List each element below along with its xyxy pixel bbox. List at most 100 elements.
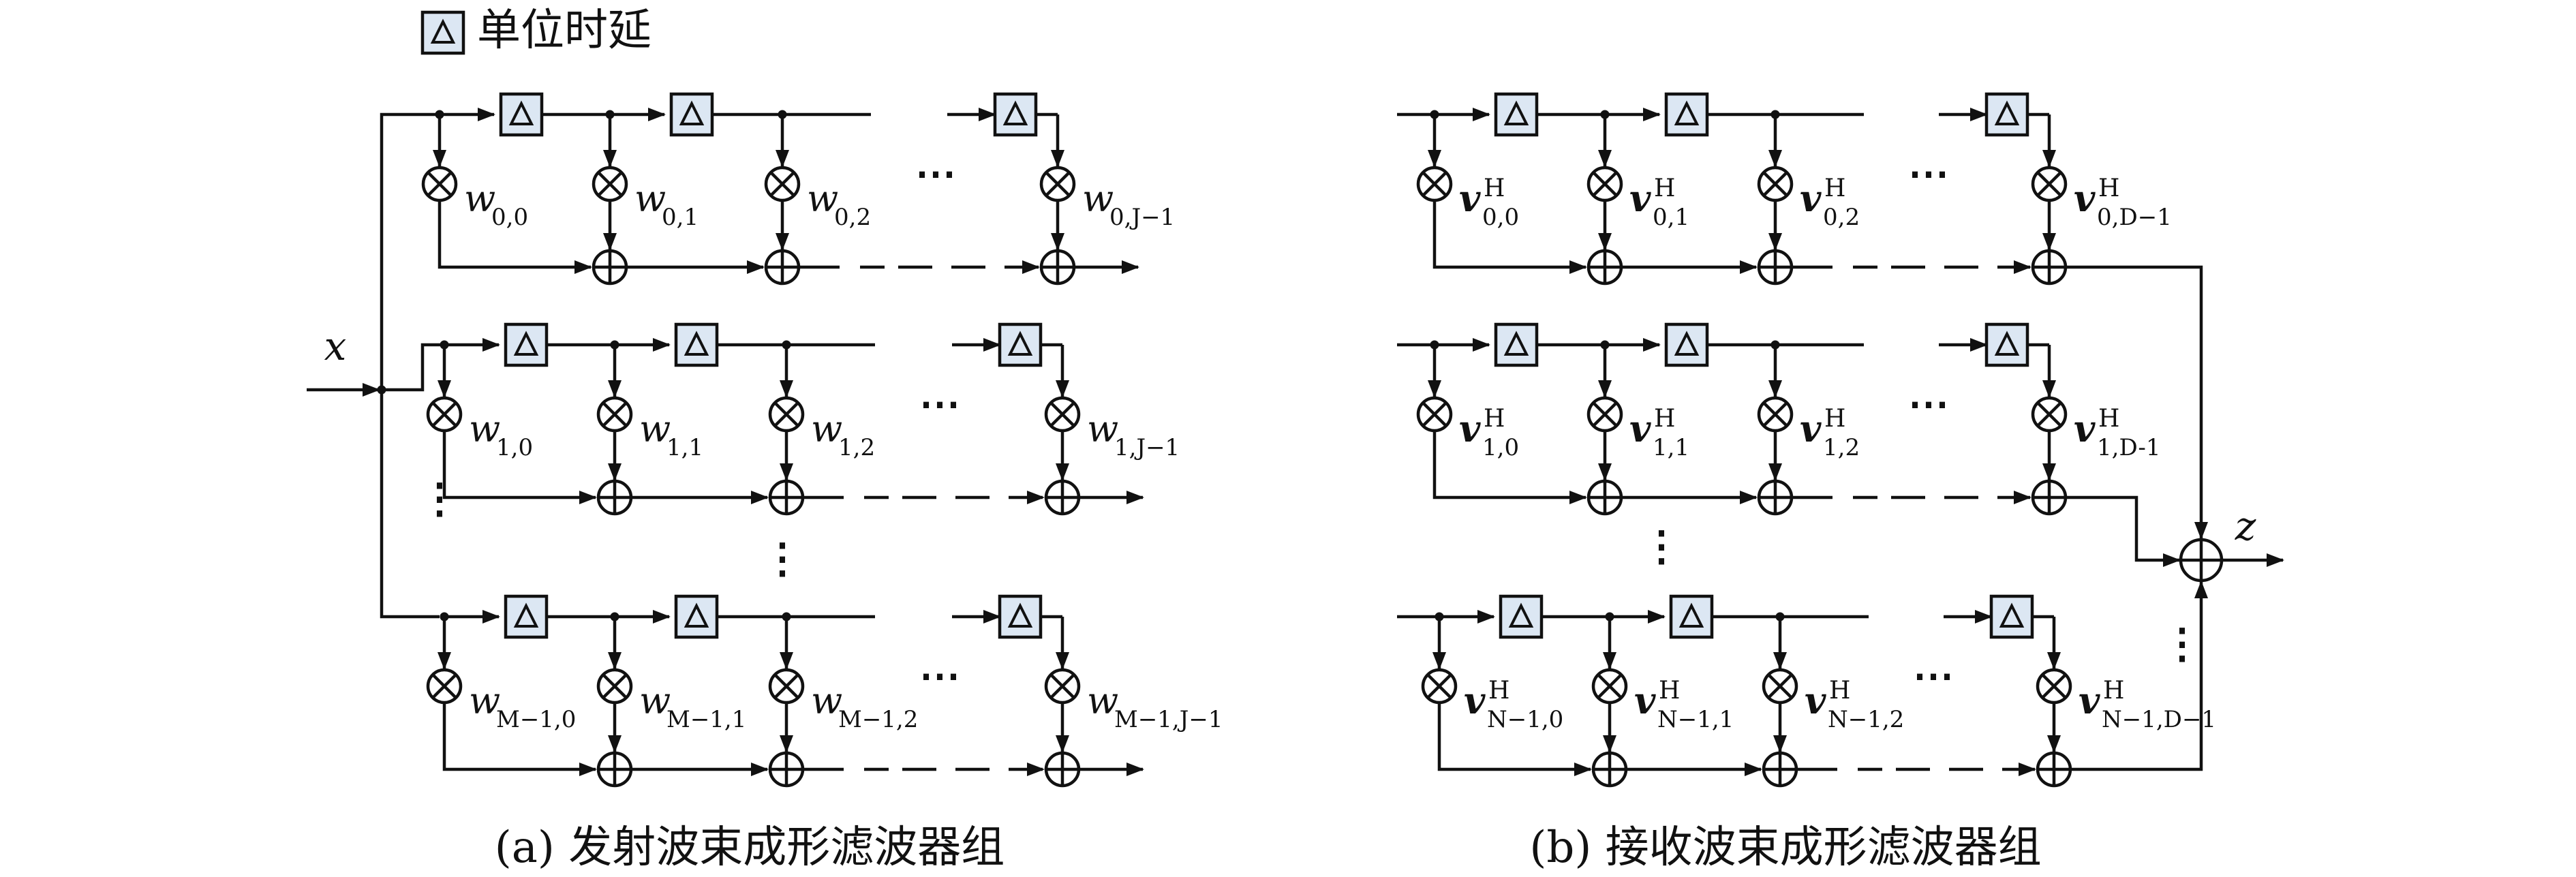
delay-box — [998, 594, 1043, 639]
horizontal-ellipsis: ⋯ — [915, 150, 956, 198]
tap-label: w — [1082, 177, 1114, 220]
tap-label: w — [1087, 407, 1118, 450]
tap-weight-label: wM−1,2 — [811, 679, 918, 733]
wire — [1437, 703, 1592, 776]
wire — [438, 200, 592, 274]
delay-box — [674, 322, 719, 367]
adder-icon — [2179, 538, 2224, 583]
adder-icon — [1757, 249, 1794, 286]
adder-icon — [592, 249, 628, 286]
tap-subscript: N−1,D−1 — [2102, 706, 2216, 733]
multiplier-icon — [426, 396, 463, 433]
multiplier-cross — [1422, 171, 1447, 197]
tap-subscript: 0,2 — [834, 204, 871, 231]
sum-wire — [2067, 495, 2181, 567]
triangle-icon — [1674, 330, 1700, 356]
delay-block — [1984, 92, 2029, 137]
multiplier-icon — [1416, 396, 1453, 433]
delay-block — [998, 594, 1043, 639]
delay-block — [674, 594, 719, 639]
multiplier-cross — [1767, 673, 1793, 699]
tap-weight-label: w1,1 — [639, 407, 703, 461]
triangle-icon — [1994, 100, 2020, 125]
tap-subscript: M−1,J−1 — [1114, 706, 1223, 733]
multiplier-cross — [602, 401, 628, 427]
tap-label: v — [1800, 176, 1822, 220]
triangle-icon — [508, 100, 534, 125]
tap-weight-label: wM−1,1 — [639, 679, 746, 733]
horizontal-ellipsis: ⋯ — [1908, 380, 1949, 428]
tap-superscript: H — [1488, 677, 1509, 705]
multiplier-cross — [597, 171, 623, 197]
multiplier-icon — [2036, 668, 2072, 705]
tap-subscript: 1,J−1 — [1114, 434, 1180, 461]
tap-superscript: H — [1484, 405, 1505, 433]
multiplier-icon — [592, 166, 628, 202]
tap-label: w — [469, 407, 500, 450]
adder-icon — [2036, 751, 2072, 788]
horizontal-ellipsis: ⋯ — [919, 380, 960, 428]
adder-icon — [596, 479, 633, 516]
tap-subscript: M−1,2 — [838, 706, 918, 733]
tap-weight-label: w0,2 — [807, 177, 871, 231]
bus-wire — [380, 390, 440, 619]
adder-icon — [1039, 249, 1076, 286]
delay-block — [674, 322, 719, 367]
bus-wire — [382, 343, 443, 392]
multiplier-icon — [768, 396, 805, 433]
tap-label: v — [1464, 679, 1486, 722]
multiplier-icon — [421, 166, 458, 202]
triangle-icon — [1007, 602, 1033, 628]
tap-label: v — [1459, 176, 1481, 220]
adder-icon — [1757, 479, 1794, 516]
tap-superscript: H — [1824, 405, 1845, 433]
delay-box — [1494, 92, 1539, 137]
multiplier-icon — [1421, 668, 1458, 705]
multiplier-cross — [1762, 171, 1788, 197]
delay-block — [1494, 92, 1539, 137]
tap-label: v — [1805, 679, 1826, 722]
multiplier-icon — [1757, 396, 1794, 433]
multiplier-cross — [1597, 673, 1623, 699]
tap-subscript: M−1,0 — [496, 706, 576, 733]
triangle-icon — [513, 602, 539, 628]
delay-box — [998, 322, 1043, 367]
tap-label: w — [811, 679, 842, 722]
tap-label: w — [464, 177, 495, 220]
delay-box — [420, 10, 465, 55]
triangle-icon — [1674, 100, 1700, 125]
tap-label: w — [807, 177, 838, 220]
delay-box — [1494, 322, 1539, 367]
output-label-z: z — [2235, 503, 2256, 549]
tap-label: w — [639, 407, 671, 450]
adder-icon — [1762, 751, 1798, 788]
transmit-caption: (a) 发射波束成形滤波器组 — [495, 822, 1005, 873]
tap-subscript: 0,J−1 — [1109, 204, 1175, 231]
tap-subscript: 0,0 — [1482, 204, 1519, 231]
adder-icon — [1586, 249, 1623, 286]
delay-box — [1664, 322, 1709, 367]
multiplier-icon — [426, 668, 463, 705]
tap-subscript: 0,D−1 — [2097, 204, 2172, 231]
delay-block — [669, 92, 714, 137]
multiplier-cross — [1422, 401, 1447, 427]
tap-label: v — [2079, 679, 2100, 722]
multiplier-icon — [764, 166, 801, 202]
tap-subscript: N−1,0 — [1487, 706, 1563, 733]
tap-label: w — [1087, 679, 1118, 722]
multiplier-icon — [2031, 396, 2068, 433]
tap-label: w — [469, 679, 500, 722]
multiplier-cross — [2041, 673, 2067, 699]
multiplier-cross — [1426, 673, 1452, 699]
tap-superscript: H — [1829, 677, 1850, 705]
multiplier-icon — [1762, 668, 1798, 705]
tap-superscript: H — [2103, 677, 2124, 705]
